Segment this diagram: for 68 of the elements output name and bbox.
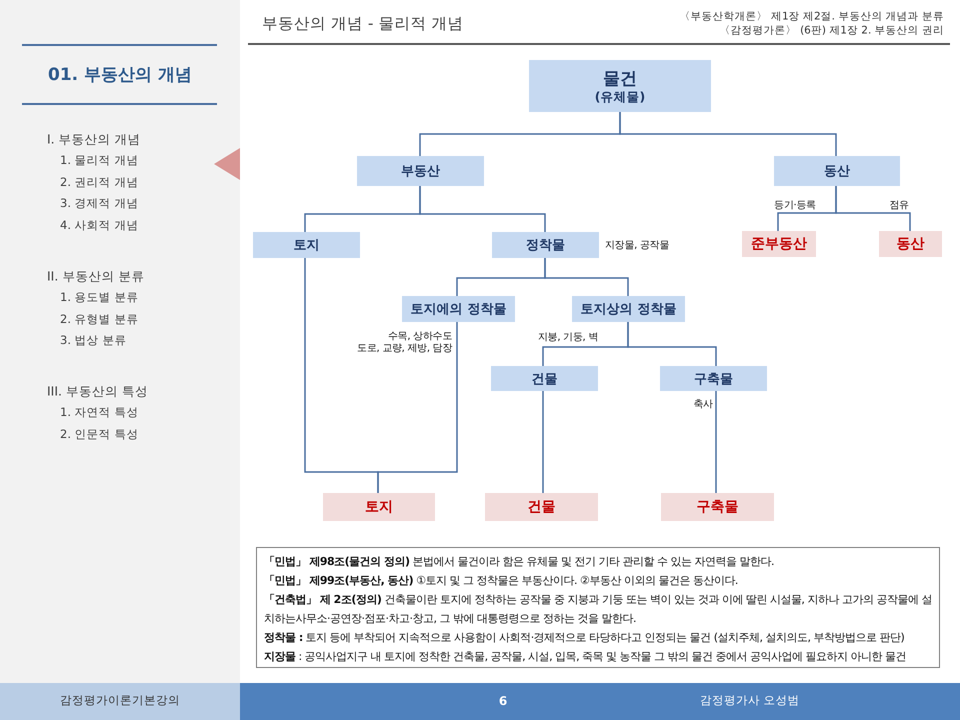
category-box xyxy=(660,366,767,391)
box-subtitle: (유체물) xyxy=(594,88,646,104)
toc-item: 1. 자연적 특성 xyxy=(60,406,138,420)
category-box xyxy=(492,232,599,258)
category-box xyxy=(357,156,484,186)
connector-line xyxy=(627,322,717,366)
box-label: 토지상의 정착물 xyxy=(580,301,676,318)
toc-item: 2. 유형별 분류 xyxy=(60,313,138,327)
connector-line xyxy=(544,258,629,296)
box-label: 정착물 xyxy=(526,237,565,254)
connector-line xyxy=(542,391,544,493)
author-text: 감정평가사 오성범 xyxy=(700,694,800,708)
note-text: 정착물 : 토지 등에 부착되어 지속적으로 사용함이 사회적·경제적으로 타당하다고 인정되는 물건 (설치주체, 설치의도, 부착방법으로 판단) xyxy=(264,630,906,646)
toc-item: 4. 사회적 개념 xyxy=(60,219,138,233)
footer-text: 감정평가이론기본강의 xyxy=(60,694,180,708)
box-label: 토지 xyxy=(294,237,320,254)
edge-label: 점유 xyxy=(889,200,909,212)
note-box xyxy=(256,547,940,668)
edge-label: 지붕, 기둥, 벽 xyxy=(538,332,598,344)
note-text: 「민법」 제99조(부동산, 동산) ①토지 및 그 정착물은 부동산이다. ②부동산 이외의 물건은 동산이다. xyxy=(264,573,739,589)
category-box xyxy=(572,296,685,322)
box-label: 토지 xyxy=(365,498,393,516)
result-box xyxy=(661,493,774,521)
note-text: 「민법」 제98조(물건의 정의) 본법에서 물건이라 함은 유체물 및 전기 기타 관리할 수 있는 자연력을 말한다. xyxy=(264,554,775,570)
connector-line xyxy=(715,391,717,493)
connector-line xyxy=(835,186,911,231)
reference-text: 〈부동산학개론〉 제1장 제2절. 부동산의 개념과 분류 xyxy=(680,10,944,24)
note-text: 지장물 : 공익사업지구 내 토지에 정착한 건축물, 공작물, 시설, 입목, 죽목 및 농작물 그 밖의 물건 중에서 공익사업에 필요하지 아니한 물건 xyxy=(264,649,908,665)
box-label: 부동산 xyxy=(401,163,440,180)
box-label: 동산 xyxy=(896,235,924,253)
box-label: 건물 xyxy=(532,370,558,388)
box-label: 구축물 xyxy=(696,498,738,516)
box-title: 물건 xyxy=(603,68,637,88)
toc-section: I. 부동산의 개념 xyxy=(47,132,141,146)
category-box xyxy=(529,60,711,112)
category-box xyxy=(491,366,598,391)
toc-item: 1. 용도별 분류 xyxy=(60,291,138,305)
result-box xyxy=(879,231,942,257)
toc-item: 1. 물리적 개념 xyxy=(60,154,138,168)
box-label: 구축물 xyxy=(694,370,733,388)
category-box xyxy=(774,156,900,186)
connector-line xyxy=(419,186,546,232)
connector-line xyxy=(619,112,837,156)
toc-section: III. 부동산의 특성 xyxy=(47,384,148,398)
reference-text: 〈감정평가론〉 (6판) 제1장 2. 부동산의 권리 xyxy=(720,24,944,38)
annotation-text: 지장물, 공작물 xyxy=(605,240,669,252)
box-label: 토지에의 정착물 xyxy=(410,301,506,318)
toc-item: 3. 법상 분류 xyxy=(60,334,126,348)
edge-label: 수목, 상하수도 도로, 교량, 제방, 담장 xyxy=(357,331,452,355)
page-number: 6 xyxy=(498,694,508,708)
category-box xyxy=(253,232,360,258)
toc-item: 3. 경제적 개념 xyxy=(60,197,138,211)
toc-section: II. 부동산의 분류 xyxy=(47,268,144,284)
box-label: 준부동산 xyxy=(751,235,807,253)
category-box xyxy=(402,296,515,322)
result-box xyxy=(742,231,816,257)
note-text: 「건축법」 제 2조(정의) 건축물이란 토지에 정착하는 공작물 중 지붕과 기둥 또는 벽이 있는 것과 이에 딸린 시설물, 지하나 고가의 공작물에 설치하는사무소·공연장·점포·차고·창고, 그 밖에 대통령령으로 정하는 것을 말한다. xyxy=(264,592,932,627)
toc-item: 2. 권리적 개념 xyxy=(60,176,138,190)
sidebar-heading: 01. 부동산의 개념 xyxy=(48,64,192,86)
connector-line xyxy=(377,322,458,493)
edge-label: 등기·등록 xyxy=(774,200,816,212)
result-box xyxy=(323,493,435,521)
box-label: 동산 xyxy=(824,163,850,180)
result-box xyxy=(485,493,598,521)
edge-label: 축사 xyxy=(693,399,713,411)
toc-item: 2. 인문적 특성 xyxy=(60,428,138,442)
box-label: 건물 xyxy=(528,498,556,516)
page-title: 부동산의 개념 - 물리적 개념 xyxy=(262,14,464,34)
